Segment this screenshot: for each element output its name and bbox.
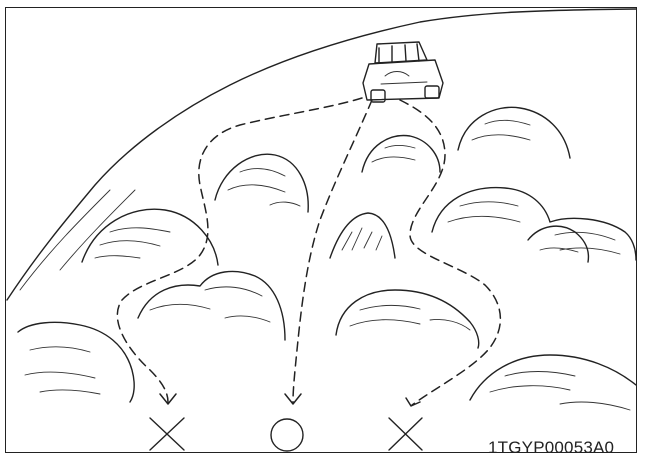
cross-icon [150, 418, 184, 450]
mound-bottom-right [470, 355, 636, 410]
circle-icon [271, 419, 303, 451]
route-left [117, 98, 362, 402]
mound-small-center [362, 136, 440, 172]
route-right-arrowhead [406, 398, 420, 406]
utility-vehicle-icon [363, 42, 443, 102]
mound-mid-left [138, 271, 285, 340]
mound-top-left [82, 209, 218, 265]
cross-icon [389, 418, 422, 450]
mound-right-large [432, 188, 636, 262]
mound-top-right [458, 107, 570, 158]
figure-code: 1TGYP00053A0 [488, 438, 614, 458]
mound-top-center [215, 154, 308, 212]
mound-mid-center [336, 290, 479, 348]
route-right [400, 100, 500, 405]
mound-bottom-left [18, 322, 134, 402]
rock-center [330, 213, 395, 258]
